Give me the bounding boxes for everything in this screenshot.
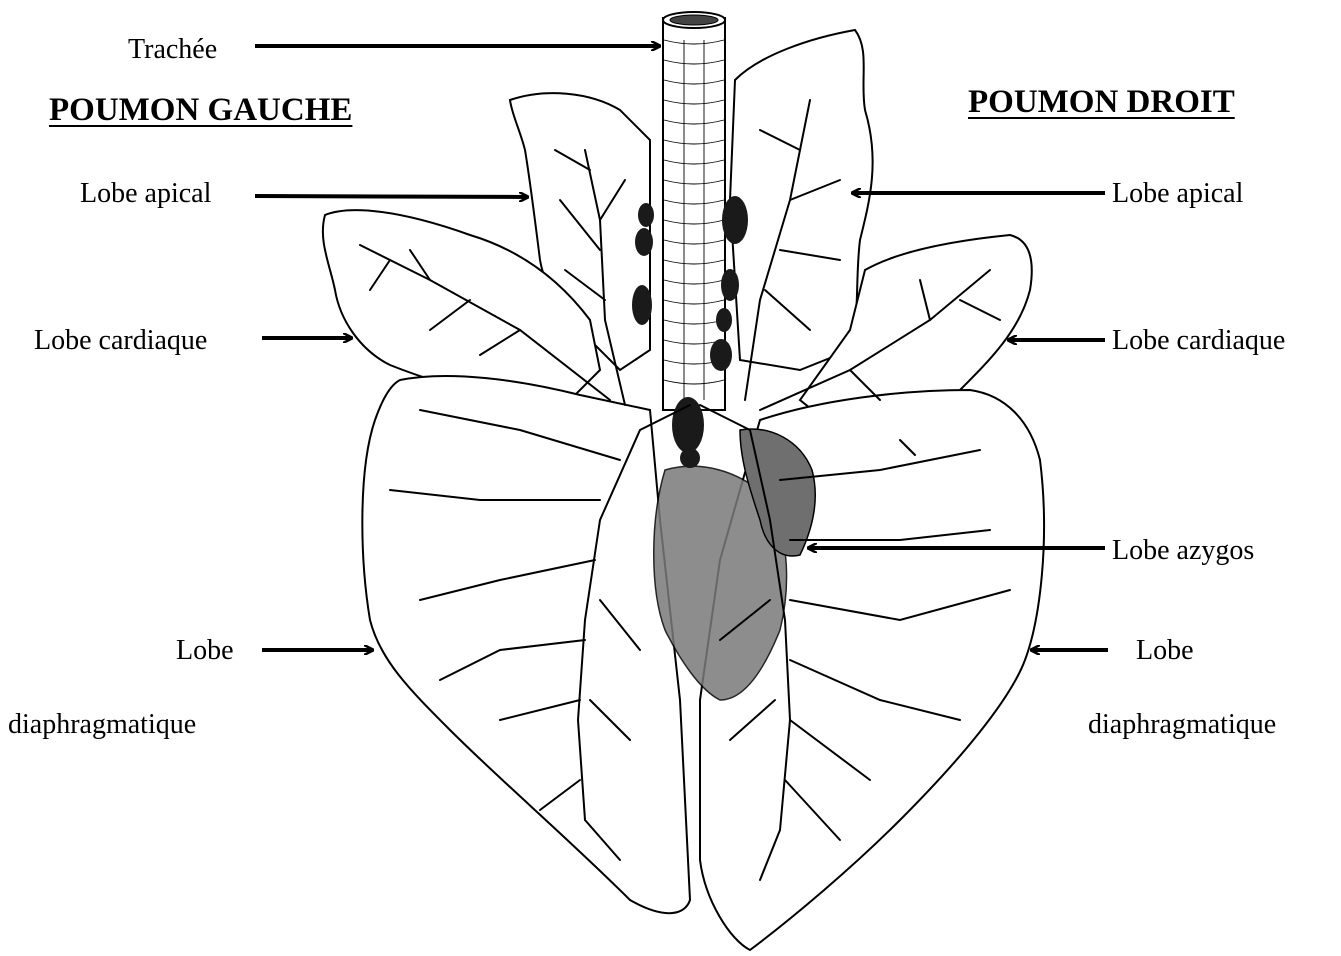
arrow-left-apical (255, 196, 528, 197)
left-lung-header: POUMON GAUCHE (49, 92, 352, 129)
label-left-diaphragmatic-line1: Lobe (176, 637, 234, 665)
label-left-diaphragmatic-line2: diaphragmatique (8, 711, 196, 739)
right-apical-lobe-outline (730, 30, 873, 370)
label-right-diaphragmatic-line1: Lobe (1136, 637, 1194, 665)
label-trachea: Trachée (128, 36, 217, 64)
label-left-cardiac: Lobe cardiaque (34, 327, 207, 355)
label-right-cardiac: Lobe cardiaque (1112, 327, 1285, 355)
left-diaphragmatic-lobe-outline (362, 376, 690, 913)
label-right-diaphragmatic-line2: diaphragmatique (1088, 711, 1276, 739)
label-left-apical: Lobe apical (80, 180, 211, 208)
label-right-azygos: Lobe azygos (1112, 537, 1254, 565)
label-right-apical: Lobe apical (1112, 180, 1243, 208)
right-lung-header: POUMON DROIT (968, 84, 1235, 121)
